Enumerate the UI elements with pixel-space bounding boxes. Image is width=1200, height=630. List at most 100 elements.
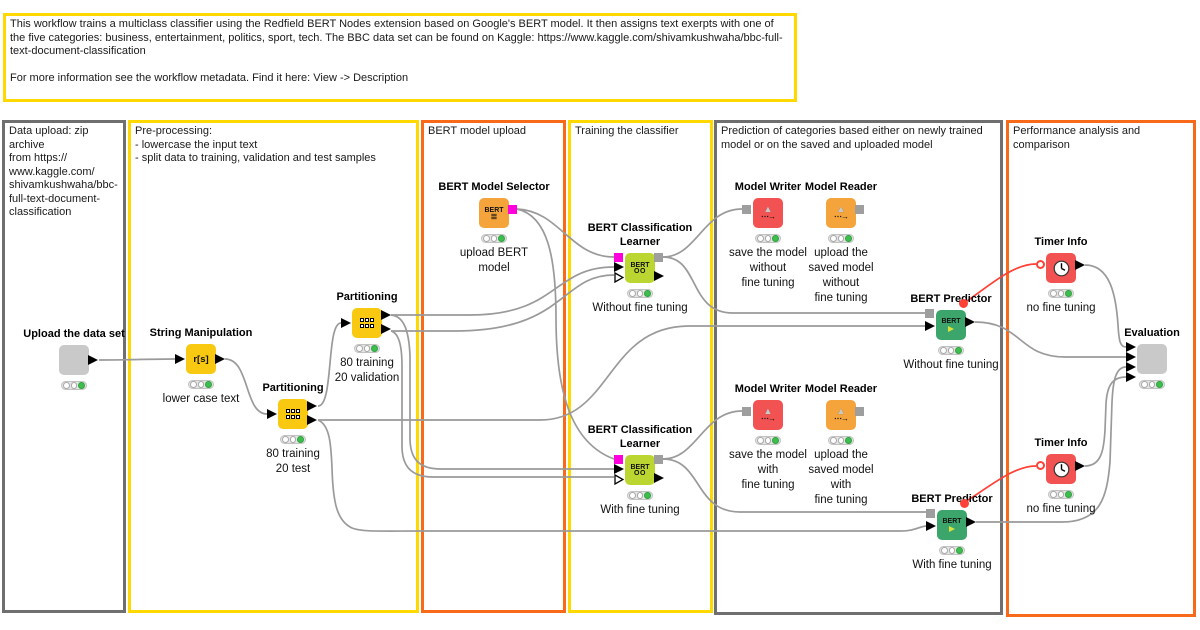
timer-info-1[interactable]: [1036, 253, 1085, 283]
partitioning-validation[interactable]: [341, 308, 391, 338]
model-port[interactable]: [926, 508, 935, 518]
output-port[interactable]: [307, 401, 317, 411]
node-caption: upload BERT model: [459, 247, 529, 274]
annotation-workflow-description[interactable]: This workflow trains a multiclass classi…: [3, 13, 797, 102]
node-caption: save the model with fine tuning: [729, 449, 807, 491]
upload-the-data-set[interactable]: [59, 345, 98, 375]
wire-partitioning-validation--bert-classification-learner-1[interactable]: [391, 266, 615, 316]
input-port[interactable]: [341, 318, 351, 328]
status-green-light: [845, 437, 853, 444]
bert-model-port[interactable]: [614, 454, 623, 464]
status-off-light: [197, 381, 205, 388]
output-port[interactable]: [965, 317, 975, 327]
wire-timer-info-2--evaluation[interactable]: [1084, 376, 1127, 467]
annotation-performance-analysis[interactable]: Performance analysis and comparison: [1006, 120, 1196, 617]
optional-input-port[interactable]: [614, 270, 625, 288]
status-off-light: [190, 381, 197, 388]
wire-partitioning-validation--bert-classification-learner-1[interactable]: [391, 274, 615, 332]
output-port[interactable]: [307, 415, 317, 425]
partition-grid-icon: [360, 317, 374, 329]
flow-variable-port[interactable]: [959, 299, 968, 308]
model-writer-1[interactable]: ▲⋯→: [742, 198, 783, 228]
bert-model-port[interactable]: [614, 252, 623, 262]
input-port[interactable]: [1126, 372, 1136, 382]
output-port[interactable]: [381, 310, 391, 320]
model-port[interactable]: [742, 204, 751, 214]
traffic-light: [828, 436, 854, 445]
model-reader-2[interactable]: ▲⋯→: [826, 400, 864, 430]
model-port[interactable]: [855, 406, 864, 416]
wire-partitioning-validation--bert-classification-learner-2[interactable]: [390, 314, 614, 470]
output-port[interactable]: [966, 517, 976, 527]
status-off-light: [490, 235, 498, 242]
node-title: Timer Info: [1034, 437, 1088, 449]
evaluation[interactable]: [1126, 342, 1167, 382]
input-port[interactable]: [614, 464, 624, 474]
model-reader-1[interactable]: ▲⋯→: [826, 198, 864, 228]
string-manipulation[interactable]: r[s]: [175, 344, 225, 374]
model-writer-2[interactable]: ▲⋯→: [742, 400, 783, 430]
partitioning-test[interactable]: [267, 399, 317, 429]
output-port[interactable]: [88, 355, 98, 365]
wire-partitioning-test--partitioning-validation[interactable]: [317, 322, 342, 407]
wire-bert-classification-learner-1--bert-predictor-1[interactable]: [662, 256, 925, 314]
wire-bert-classification-learner-2--bert-predictor-2[interactable]: [662, 458, 926, 513]
output-port[interactable]: [1075, 461, 1085, 471]
wire-bert-predictor-2--timer-info-2[interactable]: [964, 465, 1037, 503]
flow-variable-port[interactable]: [960, 499, 969, 508]
model-port[interactable]: [654, 454, 663, 464]
input-port[interactable]: [926, 521, 936, 531]
wire-upload-the-data-set--string-manipulation[interactable]: [98, 358, 176, 361]
traffic-light: [280, 435, 306, 444]
output-port[interactable]: [654, 473, 664, 483]
input-port[interactable]: [1126, 342, 1136, 352]
status-off-light: [1050, 491, 1057, 498]
output-port[interactable]: [215, 354, 225, 364]
wire-timer-info-1--evaluation[interactable]: [1084, 264, 1127, 348]
annotation-data-upload[interactable]: Data upload: zip archive from https:// w…: [2, 120, 126, 613]
status-off-light: [947, 347, 955, 354]
wire-bert-predictor-1--evaluation[interactable]: [974, 321, 1126, 358]
wire-string-manipulation--partitioning-test[interactable]: [224, 358, 268, 415]
model-port[interactable]: [855, 204, 864, 214]
status-off-light: [483, 235, 490, 242]
annotation-training-the-classifier[interactable]: Training the classifier: [568, 120, 713, 613]
model-port[interactable]: [654, 252, 663, 262]
input-port[interactable]: [1126, 352, 1136, 362]
node-title: Model Writer: [734, 181, 802, 193]
wire-partitioning-test--bert-predictor-1[interactable]: [318, 325, 925, 421]
wire-bert-classification-learner-1--model-writer-1[interactable]: [662, 208, 743, 258]
input-port[interactable]: [267, 409, 277, 419]
flow-variable-port[interactable]: [1036, 259, 1045, 269]
wire-bert-model-selector--bert-classification-learner-1[interactable]: [516, 208, 615, 258]
timer-info-2[interactable]: [1036, 454, 1085, 484]
bert-predictor-2[interactable]: BERT: [926, 499, 976, 540]
optional-input-port[interactable]: [614, 472, 625, 490]
status-off-light: [757, 235, 764, 242]
bert-model-selector[interactable]: BERT≣: [479, 198, 517, 228]
wire-bert-classification-learner-2--model-writer-2[interactable]: [662, 410, 743, 460]
input-port[interactable]: [614, 262, 624, 272]
input-port[interactable]: [175, 354, 185, 364]
bert-predictor-1[interactable]: BERT: [925, 299, 975, 340]
string-manipulation-icon: r[s]: [193, 353, 209, 365]
status-off-light: [636, 290, 644, 297]
wire-bert-model-selector--bert-classification-learner-2[interactable]: [516, 208, 615, 460]
wire-partitioning-test--bert-predictor-2[interactable]: [317, 419, 927, 532]
bert-model-port[interactable]: [508, 204, 517, 214]
output-port[interactable]: [1075, 260, 1085, 270]
output-port[interactable]: [654, 271, 664, 281]
status-off-light: [289, 436, 297, 443]
flow-variable-port[interactable]: [1036, 460, 1045, 470]
wire-bert-predictor-2--evaluation[interactable]: [976, 366, 1127, 523]
input-port[interactable]: [1126, 362, 1136, 372]
model-port[interactable]: [742, 406, 751, 416]
wire-bert-predictor-1--timer-info-1[interactable]: [963, 263, 1037, 304]
output-port[interactable]: [381, 324, 391, 334]
model-port[interactable]: [925, 308, 934, 318]
input-port[interactable]: [925, 321, 935, 331]
wire-partitioning-validation--bert-classification-learner-2[interactable]: [390, 330, 614, 478]
annotation-text: Training the classifier: [575, 125, 679, 137]
